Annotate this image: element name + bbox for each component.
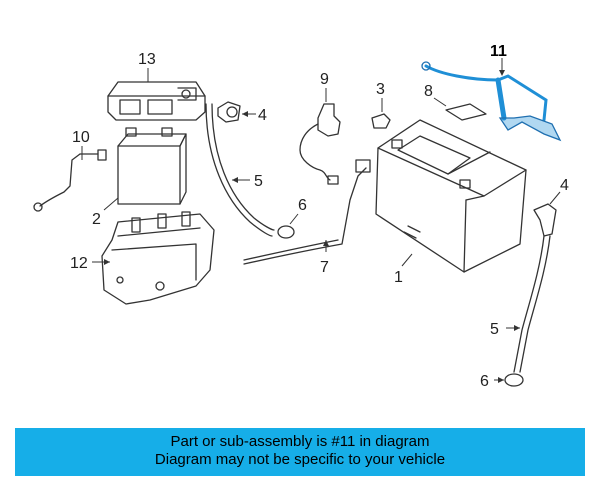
callout-7: 7 xyxy=(320,259,329,276)
callout-12: 12 xyxy=(70,255,88,272)
callout-6-upper: 6 xyxy=(298,197,307,214)
part-10-cable xyxy=(33,149,107,212)
callout-9: 9 xyxy=(320,71,329,88)
callout-3: 3 xyxy=(376,81,385,98)
part-info-banner: Part or sub-assembly is #11 in diagram D… xyxy=(15,428,585,476)
callout-4-lower: 4 xyxy=(560,177,569,194)
callout-10: 10 xyxy=(72,129,90,146)
part-6-plug-upper xyxy=(277,225,295,239)
callout-6-leader-upper xyxy=(289,213,299,225)
part-12-battery-tray xyxy=(101,211,215,305)
part-5-vent-hose-upper-edge xyxy=(211,103,275,231)
part-2-aux-battery xyxy=(117,127,187,205)
callout-13: 13 xyxy=(138,51,156,68)
part-3-cap xyxy=(371,113,391,129)
part-5-vent-hose-lower-edge xyxy=(519,235,551,373)
callout-1-leader xyxy=(401,253,413,267)
part-11-battery-strap xyxy=(421,61,562,142)
callout-11: 11 xyxy=(490,43,507,60)
callout-2: 2 xyxy=(92,211,101,228)
part-7-cable xyxy=(243,159,371,265)
part-4-vent-elbow-upper xyxy=(217,101,241,123)
part-8-pad xyxy=(445,103,487,121)
callout-4-upper: 4 xyxy=(258,107,267,124)
part-1-main-battery xyxy=(375,119,527,273)
part-6-plug-lower xyxy=(504,373,524,387)
callout-8-leader xyxy=(433,97,447,107)
part-13-fuse-box xyxy=(107,81,206,121)
part-9-sensor-wire xyxy=(299,103,341,185)
banner-line-part: Part or sub-assembly is #11 in diagram xyxy=(170,433,430,450)
part-5-vent-hose-lower xyxy=(513,235,545,373)
callout-2-leader xyxy=(103,197,119,211)
banner-line-disclaimer: Diagram may not be specific to your vehi… xyxy=(154,451,446,468)
callout-6-lower: 6 xyxy=(480,373,489,390)
callout-5-upper: 5 xyxy=(254,173,263,190)
part-5-vent-hose-upper xyxy=(205,103,273,237)
parts-diagram: 13 2 10 12 4 5 xyxy=(33,43,569,390)
part-4-vent-elbow-lower xyxy=(533,203,557,237)
callout-8: 8 xyxy=(424,83,433,100)
callout-4-leader-lower xyxy=(549,191,561,205)
callout-5-lower: 5 xyxy=(490,321,499,338)
callout-1: 1 xyxy=(394,269,403,286)
